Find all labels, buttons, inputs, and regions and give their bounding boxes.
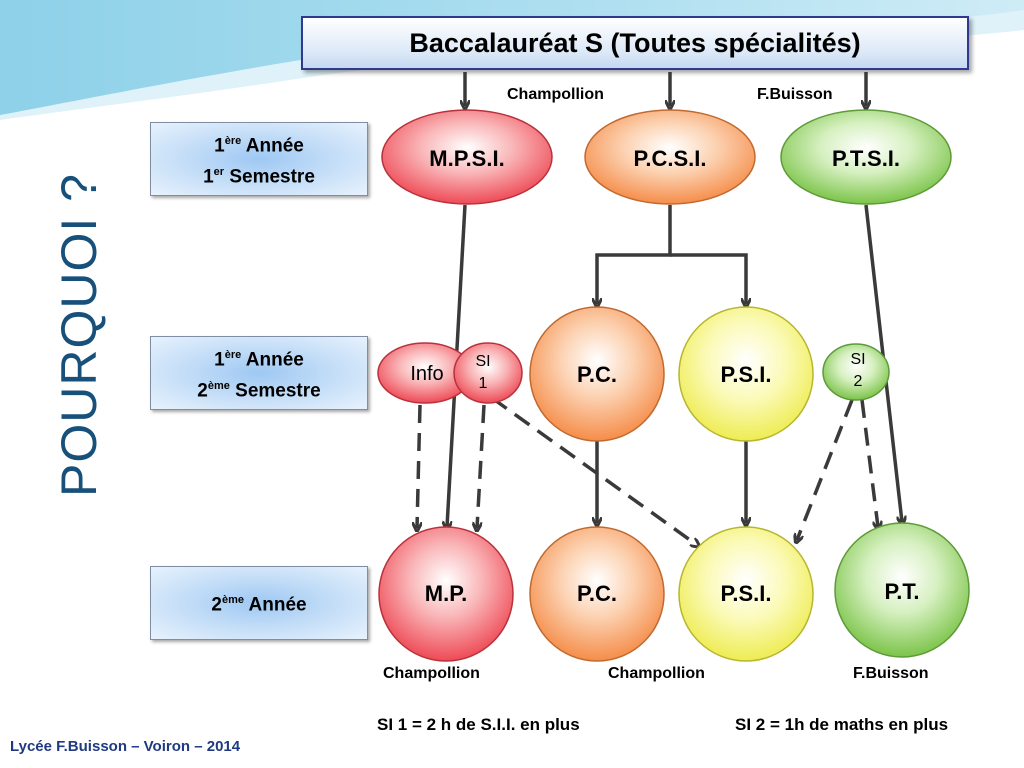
node-si1 xyxy=(453,342,523,404)
row-label-year1-sem1: 1ère Année 1er Semestre xyxy=(150,122,368,196)
dashed-arrow-si2-psi xyxy=(797,399,854,540)
dashed-arrow-si1-psi xyxy=(490,396,697,545)
node-pt xyxy=(834,522,970,658)
row-label-year1-sem2: 1ère Année 2ème Semestre xyxy=(150,336,368,410)
node-mp xyxy=(378,526,514,662)
note-si1: SI 1 = 2 h de S.I.I. en plus xyxy=(377,715,580,734)
node-pc-year2-label: P.C. xyxy=(577,581,617,606)
dashed-arrow-info-mp xyxy=(417,404,420,528)
row-label-line: 1ère Année xyxy=(214,348,304,370)
title-box: Baccalauréat S (Toutes spécialités) xyxy=(301,16,969,70)
node-info-label: Info xyxy=(410,363,443,385)
node-psi-sem2-label: P.S.I. xyxy=(721,362,772,387)
node-si1-label: SI xyxy=(475,353,490,370)
node-mpsi-label: M.P.S.I. xyxy=(429,146,504,171)
footer: Lycée F.Buisson – Voiron – 2014 xyxy=(10,738,241,755)
node-pcsi xyxy=(584,109,756,205)
node-si1-number: 1 xyxy=(479,375,488,392)
arrow-pcsi-psi xyxy=(670,253,746,304)
node-si2-label: SI xyxy=(850,351,865,368)
node-pc-sem2-label: P.C. xyxy=(577,362,617,387)
title-text: Baccalauréat S (Toutes spécialités) xyxy=(409,27,861,58)
node-pt-label: P.T. xyxy=(884,579,919,604)
node-ptsi-label: P.T.S.I. xyxy=(832,146,900,171)
node-pcsi-label: P.C.S.I. xyxy=(634,146,707,171)
node-si2 xyxy=(822,343,890,401)
row-label-year2: 2ème Année xyxy=(150,566,368,640)
node-psi-year2-label: P.S.I. xyxy=(721,581,772,606)
location-top-fbuisson: F.Buisson xyxy=(757,86,833,103)
dashed-arrow-si2-pt xyxy=(860,399,878,527)
row-label-line: 1er Semestre xyxy=(203,166,315,188)
node-mp-label: M.P. xyxy=(425,581,467,606)
dashed-arrow-si1-mp xyxy=(477,404,486,528)
location-bottom-champollion-2: Champollion xyxy=(608,665,705,682)
location-bottom-champollion-1: Champollion xyxy=(383,665,480,682)
node-si2-number: 2 xyxy=(854,373,863,390)
row-label-line: 2ème Année xyxy=(211,594,307,616)
node-ptsi xyxy=(780,109,952,205)
node-mpsi xyxy=(381,109,553,205)
node-pc-sem2 xyxy=(529,306,665,442)
node-psi-sem2 xyxy=(678,306,814,442)
row-label-line: 1ère Année xyxy=(214,134,304,156)
arrow-pcsi-pc xyxy=(597,205,672,304)
row-label-line: 2ème Semestre xyxy=(197,380,321,402)
location-bottom-fbuisson: F.Buisson xyxy=(853,665,929,682)
note-si2: SI 2 = 1h de maths en plus xyxy=(735,715,949,734)
node-psi-year2 xyxy=(678,526,814,662)
location-top-champollion: Champollion xyxy=(507,86,604,103)
node-pc-year2 xyxy=(529,526,665,662)
